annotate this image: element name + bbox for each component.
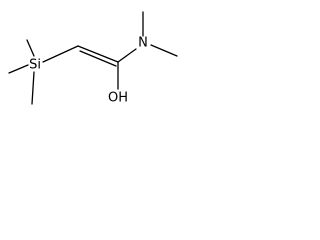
- hydroxyl-label: OH: [108, 91, 128, 106]
- bond-n-methyl-right: [150, 44, 178, 57]
- bond-c-c-double-inner: [79, 50, 117, 67]
- bond-si-methyl-left: [8, 64, 29, 74]
- silicon-atom-label: Si: [29, 58, 41, 73]
- chemical-structure: Si N OH: [8, 11, 178, 106]
- nitrogen-atom-label: N: [138, 36, 148, 51]
- bond-c-c-double-outer: [77, 45, 119, 63]
- bond-si-vinyl-carbon: [42, 45, 79, 63]
- bond-si-methyl-up: [26, 39, 35, 57]
- bond-c-nitrogen: [117, 48, 137, 63]
- bond-si-methyl-down: [31, 71, 35, 105]
